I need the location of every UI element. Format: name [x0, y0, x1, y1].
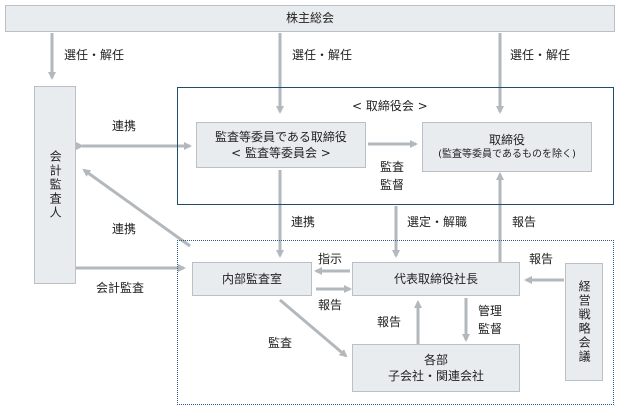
label-audit-supervise-2: 監督 — [380, 178, 405, 192]
directors-line2: (監査等委員であるものを除く) — [438, 149, 576, 161]
label-report-right: 報告 — [512, 215, 537, 229]
board-of-directors-frame — [177, 87, 614, 205]
directors: 取締役 (監査等委員であるものを除く) — [422, 122, 592, 172]
accounting-auditor: 会計監査人 — [34, 86, 76, 284]
label-manage-2: 監督 — [478, 322, 503, 336]
label-manage-1: 管理 — [478, 304, 503, 318]
label-report-divisions: 報告 — [377, 315, 402, 329]
audit-committee-directors: 監査等委員である取締役 < 監査等委員会 > — [196, 122, 366, 168]
board-title: < 取締役会 > — [352, 99, 428, 113]
label-elect-dismiss-3: 選任・解任 — [510, 48, 571, 62]
internal-audit-office: 内部監査室 — [192, 262, 312, 296]
label-audit-supervise-1: 監査 — [380, 160, 405, 174]
label-accounting-audit: 会計監査 — [96, 281, 145, 295]
divisions-line2: 子会社・関連会社 — [387, 369, 484, 383]
representative-director-president: 代表取締役社長 — [352, 262, 520, 296]
shareholders-meeting-label: 株主総会 — [285, 11, 334, 26]
audit-directors-line2: < 監査等委員会 > — [231, 146, 331, 160]
management-strategy-meeting: 経営戦略会議 — [565, 263, 603, 381]
label-cooperation-center: 連携 — [291, 215, 316, 229]
divisions-line1: 各部 — [423, 352, 448, 367]
strategy-meeting-label: 経営戦略会議 — [577, 280, 592, 364]
president-label: 代表取締役社長 — [393, 271, 478, 286]
label-audit-divisions: 監査 — [268, 336, 293, 350]
label-report-strategy: 報告 — [529, 252, 554, 266]
executive-frame — [177, 240, 614, 405]
label-elect-dismiss-2: 選任・解任 — [292, 48, 353, 62]
arrow-cooperation-left — [82, 168, 191, 248]
divisions-subsidiaries: 各部 子会社・関連会社 — [352, 344, 520, 392]
accounting-auditor-label: 会計監査人 — [48, 150, 63, 220]
label-cooperation-top: 連携 — [112, 119, 137, 133]
arrow-audit-divisions — [279, 298, 348, 358]
label-instruct: 指示 — [318, 252, 343, 266]
audit-directors-line1: 監査等委員である取締役 — [215, 129, 347, 144]
label-select-dismiss: 選定・解職 — [407, 215, 468, 229]
internal-audit-label: 内部監査室 — [221, 271, 282, 286]
directors-line1: 取締役 — [488, 133, 525, 148]
label-elect-dismiss-1: 選任・解任 — [64, 48, 125, 62]
shareholders-meeting: 株主総会 — [5, 5, 615, 32]
label-cooperation-left: 連携 — [112, 222, 137, 236]
label-report-internal: 報告 — [318, 298, 343, 312]
